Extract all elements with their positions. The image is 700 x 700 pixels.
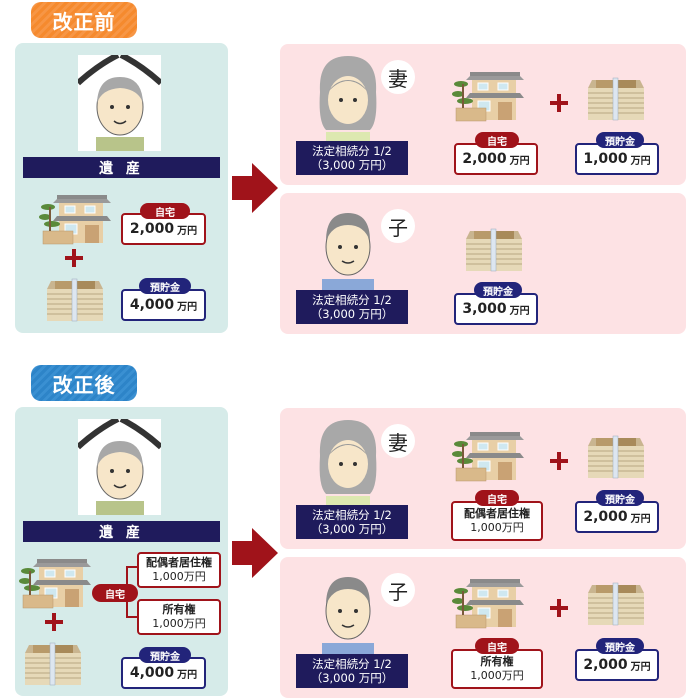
legal-share-ratio: 法定相続分 1/2	[312, 144, 392, 158]
savings-amount: 2,000	[583, 657, 628, 673]
residence-right-card: 配偶者居住権 1,000万円	[451, 501, 543, 541]
home-label: 自宅	[92, 584, 138, 602]
savings-label: 預貯金	[596, 132, 644, 148]
after-revision-tag: 改正後	[31, 365, 137, 401]
after-estate-panel: 遺 産 自宅 配偶者居住権 1,000万円 所有権 1,000万円 預貯金 4,…	[15, 407, 228, 696]
ownership-card: 所有権 1,000万円	[451, 649, 543, 689]
after-wife-panel: 妻 法定相続分 1/2 （3,000 万円） 自宅 配偶者居住権 1,000万円…	[280, 408, 686, 549]
money-bundle-icon	[586, 428, 646, 480]
before-revision-tag: 改正前	[31, 2, 137, 38]
legal-share-amount: （3,000 万円）	[310, 307, 394, 321]
estate-title: 遺 産	[23, 157, 220, 178]
house-icon	[452, 70, 524, 122]
deceased-portrait-icon	[78, 419, 161, 515]
home-label: 自宅	[475, 638, 519, 654]
home-amount: 2,000	[129, 221, 175, 237]
role-badge-child: 子	[381, 209, 415, 243]
savings-unit: 万円	[630, 661, 651, 673]
plus-icon	[550, 599, 568, 617]
child-avatar-icon	[312, 201, 384, 297]
savings-unit: 万円	[630, 513, 651, 525]
legal-share-box: 法定相続分 1/2 （3,000 万円）	[296, 290, 408, 324]
wife-avatar-icon	[312, 416, 384, 512]
house-icon	[452, 430, 524, 482]
legal-share-box: 法定相続分 1/2 （3,000 万円）	[296, 141, 408, 175]
role-badge-wife: 妻	[381, 60, 415, 94]
legal-share-ratio: 法定相続分 1/2	[312, 657, 392, 671]
savings-unit: 万円	[509, 305, 530, 317]
estate-title: 遺 産	[23, 521, 220, 542]
home-label: 自宅	[475, 490, 519, 506]
role-badge-wife: 妻	[381, 424, 415, 458]
residence-right-amount: 1,000万円	[152, 570, 206, 583]
ownership-amount: 1,000万円	[152, 617, 206, 630]
right-arrow-icon	[232, 163, 278, 213]
money-bundle-icon	[586, 70, 646, 122]
child-avatar-icon	[312, 565, 384, 661]
role-badge-child: 子	[381, 573, 415, 607]
after-child-panel: 子 法定相続分 1/2 （3,000 万円） 自宅 所有権 1,000万円 預貯…	[280, 557, 686, 698]
home-amount: 2,000	[462, 151, 507, 167]
legal-share-ratio: 法定相続分 1/2	[312, 508, 392, 522]
right-arrow-icon	[232, 528, 278, 578]
savings-unit: 万円	[630, 155, 651, 167]
legal-share-amount: （3,000 万円）	[310, 671, 394, 685]
savings-amount: 2,000	[583, 509, 628, 525]
savings-amount: 4,000	[129, 665, 175, 681]
savings-label: 預貯金	[596, 638, 644, 654]
ownership-name: 所有権	[162, 603, 196, 616]
home-unit: 万円	[177, 225, 198, 237]
money-bundle-icon	[586, 575, 646, 627]
legal-share-amount: （3,000 万円）	[310, 522, 394, 536]
legal-share-box: 法定相続分 1/2 （3,000 万円）	[296, 654, 408, 688]
plus-icon	[550, 94, 568, 112]
savings-amount: 4,000	[129, 297, 175, 313]
plus-icon	[45, 613, 63, 631]
savings-amount: 3,000	[462, 301, 507, 317]
savings-unit: 万円	[177, 669, 198, 681]
savings-label: 預貯金	[139, 647, 191, 663]
residence-right-amount: 1,000万円	[470, 521, 524, 534]
house-icon	[39, 193, 111, 245]
legal-share-ratio: 法定相続分 1/2	[312, 293, 392, 307]
savings-label: 預貯金	[596, 490, 644, 506]
legal-share-box: 法定相続分 1/2 （3,000 万円）	[296, 505, 408, 539]
home-label: 自宅	[475, 132, 519, 148]
deceased-portrait-icon	[78, 55, 161, 151]
home-unit: 万円	[509, 155, 530, 167]
savings-unit: 万円	[177, 301, 198, 313]
house-icon	[19, 557, 91, 609]
plus-icon	[65, 249, 83, 267]
ownership-card: 所有権 1,000万円	[137, 599, 221, 635]
plus-icon	[550, 452, 568, 470]
ownership-name: 所有権	[480, 655, 514, 668]
money-bundle-icon	[45, 271, 105, 323]
residence-right-name: 配偶者居住権	[146, 556, 212, 569]
house-icon	[452, 577, 524, 629]
home-label: 自宅	[140, 203, 190, 219]
legal-share-amount: （3,000 万円）	[310, 158, 394, 172]
wife-avatar-icon	[312, 52, 384, 148]
money-bundle-icon	[464, 221, 524, 273]
savings-amount: 1,000	[583, 151, 628, 167]
residence-right-card: 配偶者居住権 1,000万円	[137, 552, 221, 588]
savings-label: 預貯金	[139, 278, 191, 294]
residence-right-name: 配偶者居住権	[464, 507, 530, 520]
ownership-amount: 1,000万円	[470, 669, 524, 682]
money-bundle-icon	[23, 635, 83, 687]
savings-label: 預貯金	[474, 282, 522, 298]
